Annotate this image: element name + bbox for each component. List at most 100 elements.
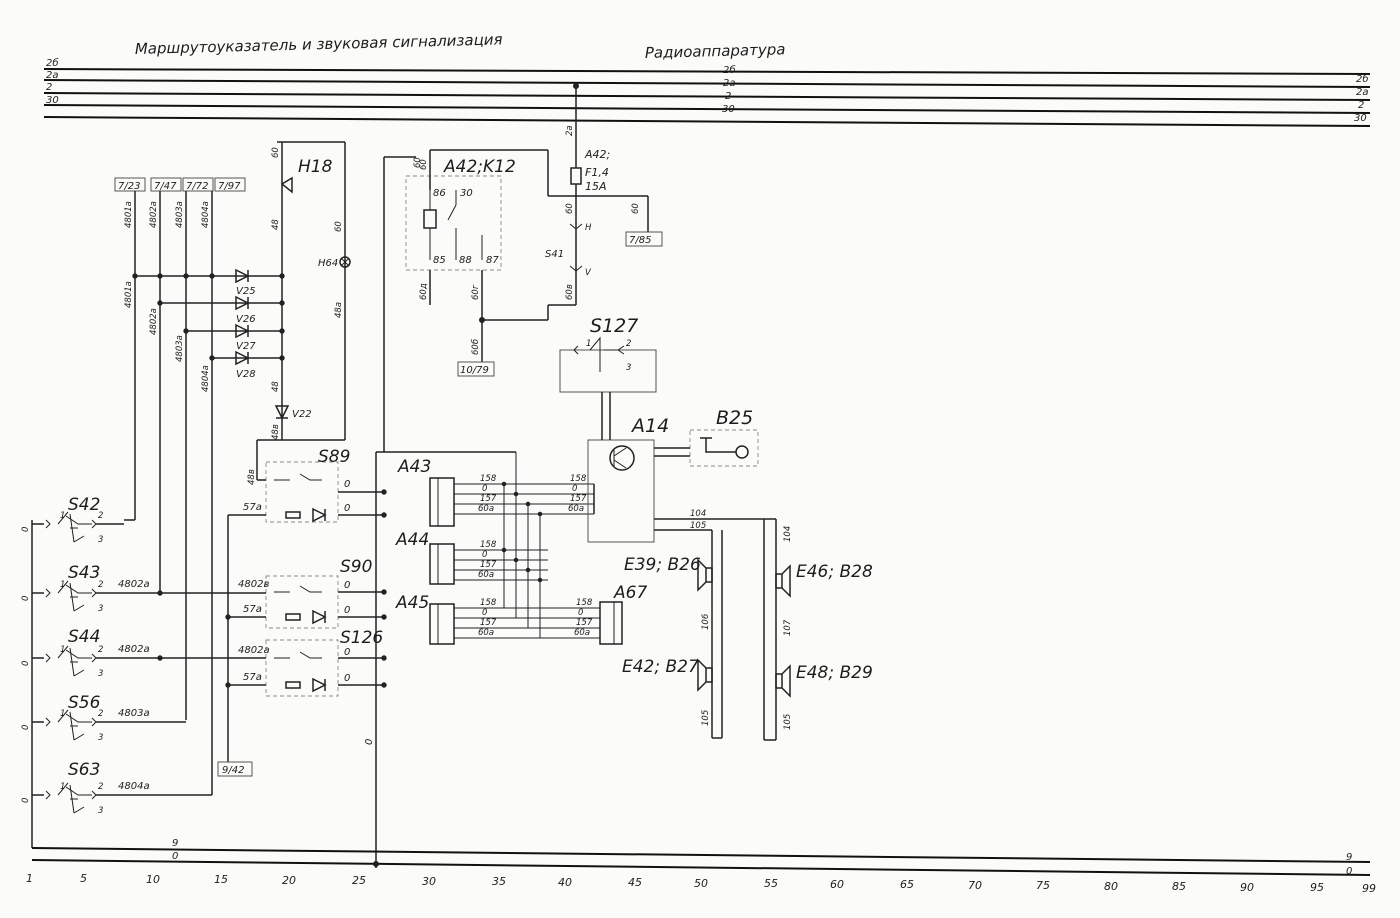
wire-label-60-fuse: 60 xyxy=(565,203,575,214)
grid-55: 55 xyxy=(764,877,778,890)
wire-label-60-785: 60 xyxy=(631,203,641,214)
wire-label-0-s90-b: 0 xyxy=(344,605,350,616)
s126-label: S126 xyxy=(340,628,383,648)
wire-label-0-s89-b: 0 xyxy=(344,503,350,514)
bus-label-9-right: 9 xyxy=(1346,852,1352,863)
bus-label-2-mid: 2 xyxy=(725,91,731,102)
v28-label: V28 xyxy=(236,369,256,380)
a43-wire-157: 157 xyxy=(480,494,497,504)
s63-label: S63 xyxy=(68,760,100,780)
a45-wire-60a: 60а xyxy=(478,628,494,638)
ref-7-85: 7/85 xyxy=(629,235,651,246)
s63-wire-4804a: 4804а xyxy=(118,781,150,792)
wire-label-105-right: 105 xyxy=(783,714,793,730)
a67-wire-157: 157 xyxy=(576,618,593,628)
wire-label-107: 107 xyxy=(783,619,793,636)
s89-box xyxy=(265,461,339,523)
grid-80: 80 xyxy=(1104,880,1118,893)
grid-5: 5 xyxy=(80,872,87,885)
grid-1: 1 xyxy=(26,872,33,885)
ref-7-47: 7/47 xyxy=(154,181,177,192)
fuse-symbol xyxy=(570,167,582,185)
s41-label: S41 xyxy=(545,249,564,260)
bus-label-2b-mid: 2б xyxy=(723,64,736,76)
ref-7-72: 7/72 xyxy=(186,181,208,192)
wire-label-48v: 48в xyxy=(271,424,281,440)
ref-9-42: 9/42 xyxy=(222,765,244,776)
wire-label-4804a-top: 4804а xyxy=(201,201,211,228)
wire-label-60-h18: 60 xyxy=(271,147,281,158)
bus-label-9-left: 9 xyxy=(172,838,178,849)
fuse-rating: 15A xyxy=(585,180,607,193)
wire-label-4801a-mid: 4801а xyxy=(124,281,134,308)
connector-a44 xyxy=(429,543,455,585)
s56-wire-0: 0 xyxy=(21,725,31,730)
diode-v22-icon xyxy=(274,405,290,420)
grid-65: 65 xyxy=(900,878,914,891)
wire-label-106: 106 xyxy=(701,613,711,630)
diode-matrix xyxy=(132,268,285,366)
s42-label: S42 xyxy=(68,495,100,515)
grid-25: 25 xyxy=(352,874,366,887)
a14-wire-60a: 60а xyxy=(568,504,584,514)
wire-label-0-s90-a: 0 xyxy=(344,580,350,591)
s42-pin-1: 1 xyxy=(60,511,65,521)
s89-label: S89 xyxy=(318,447,350,467)
grid-95: 95 xyxy=(1310,881,1324,894)
relay-pin-30: 30 xyxy=(460,188,473,199)
bus-label-2a-right: 2а xyxy=(1356,87,1369,98)
wire-label-4802a-mid: 4802а xyxy=(149,308,159,335)
grid-90: 90 xyxy=(1240,881,1254,894)
relay-pin-86: 86 xyxy=(433,188,446,199)
b25-microphone-icon xyxy=(700,437,736,453)
s127-label: S127 xyxy=(590,315,638,337)
wire-label-104-a14: 104 xyxy=(690,509,706,519)
a67-wire-0: 0 xyxy=(578,608,583,618)
s56-label: S56 xyxy=(68,693,101,713)
speaker-e42-icon xyxy=(697,658,713,692)
wire-label-48-h18: 48 xyxy=(271,219,281,230)
e39-b26-label: E39; B26 xyxy=(624,555,701,575)
fuse-ref: A42; xyxy=(584,148,610,161)
s41-label-h: H xyxy=(585,223,592,233)
wire-label-4802a-top: 4802а xyxy=(149,201,159,228)
connector-a45 xyxy=(429,603,455,645)
bus-label-30-mid: 30 xyxy=(722,104,735,115)
ref-10-79: 10/79 xyxy=(460,365,489,376)
s56-wire-4803a: 4803а xyxy=(118,708,150,719)
a44-wire-158: 158 xyxy=(480,540,497,550)
grid-85: 85 xyxy=(1172,880,1186,893)
bus-label-2a-left: 2а xyxy=(46,70,59,81)
bus-label-0-right: 0 xyxy=(1346,866,1352,877)
top-buses xyxy=(43,68,1371,127)
s43-pin-1: 1 xyxy=(60,580,65,590)
bus-label-2a-mid: 2а xyxy=(723,78,736,89)
a45-label: A45 xyxy=(395,593,429,613)
a67-wire-158: 158 xyxy=(576,598,593,608)
grid-30: 30 xyxy=(422,875,436,888)
s56-switch xyxy=(32,709,186,741)
s42-pin-2: 2 xyxy=(98,511,103,521)
wire-label-60b: 60б xyxy=(471,339,481,355)
a43-wire-60a: 60а xyxy=(478,504,494,514)
v22-label: V22 xyxy=(292,409,312,420)
s44-wire-0: 0 xyxy=(21,661,31,666)
s43-wire-0: 0 xyxy=(21,596,31,601)
a44-wire-60a: 60а xyxy=(478,570,494,580)
grid-45: 45 xyxy=(628,876,642,889)
s44-pin-1: 1 xyxy=(60,645,65,655)
a43-label: A43 xyxy=(397,457,431,477)
h64-lamp-icon xyxy=(339,256,351,268)
diode-v28-icon xyxy=(235,350,250,366)
s127-pin-2: 2 xyxy=(626,339,631,349)
ref-7-97: 7/97 xyxy=(218,181,241,192)
s90-label: S90 xyxy=(340,557,372,577)
fuse-name: F1,4 xyxy=(585,166,609,179)
s43-switch xyxy=(32,580,266,612)
speaker-e48-icon xyxy=(775,664,791,698)
diode-v27-icon xyxy=(235,323,250,339)
s42-wire-0: 0 xyxy=(21,527,31,532)
grid-40: 40 xyxy=(558,876,572,889)
wire-label-60-left-relay: 60 xyxy=(413,157,423,168)
wire-label-4802a-s126: 4802а xyxy=(238,645,270,656)
